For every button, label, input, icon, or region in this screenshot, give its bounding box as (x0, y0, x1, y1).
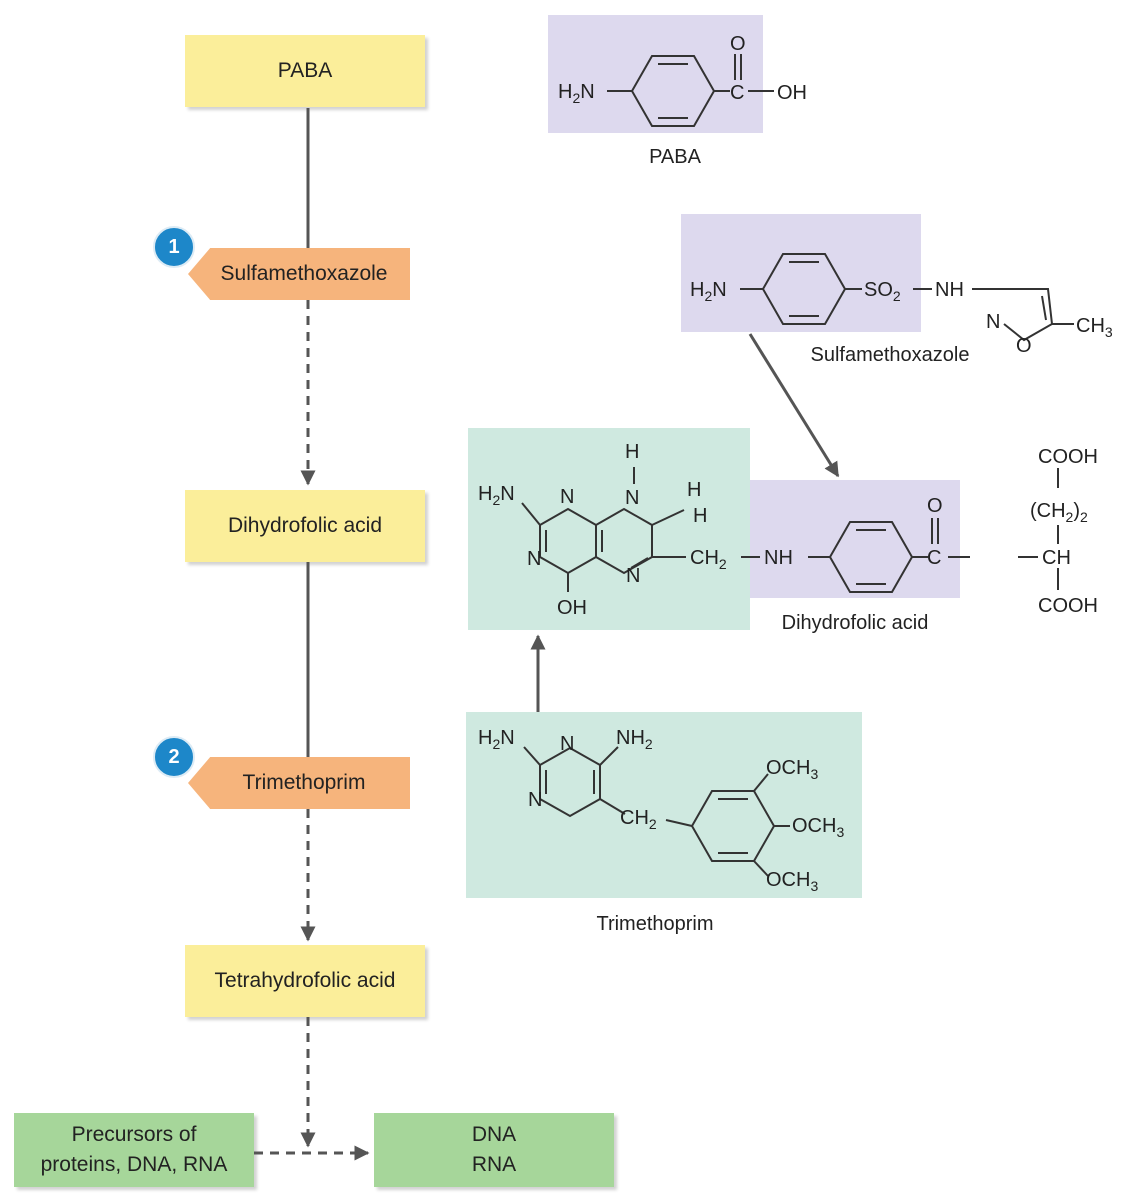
paba-label: PABA (277, 59, 333, 82)
dhf-h2n: H2N (478, 483, 515, 508)
tmp-h2n: H2N (478, 727, 515, 752)
paba-structure-caption: PABA (649, 146, 701, 168)
trimethoprim-tag-label: Trimethoprim (242, 771, 366, 794)
trimethoprim-structure-panel (466, 712, 862, 898)
dhf-h1: H (687, 479, 701, 501)
paba-box: PABA (185, 35, 425, 107)
tmp-och3-bottom: OCH3 (766, 869, 818, 894)
dihydrofolic-acid-box: Dihydrofolic acid (185, 490, 425, 562)
tmp-nh2: NH2 (616, 727, 653, 752)
paba-moiety-panel (750, 480, 960, 598)
sulfamethoxazole-tag-label: Sulfamethoxazole (220, 262, 388, 285)
dhf-oh: OH (557, 597, 587, 619)
tmp-n2: N (528, 789, 542, 811)
dhf-cooh-bottom: COOH (1038, 595, 1098, 617)
sulfa-h2n: H2N (690, 279, 727, 304)
paba-hydroxyl: OH (777, 82, 807, 104)
dna-label: DNA (471, 1123, 517, 1146)
dhf-ch2: CH2 (690, 547, 727, 572)
precursors-line-2: proteins, DNA, RNA (40, 1153, 228, 1176)
sulfa-so2: SO2 (864, 279, 901, 304)
tmp-ch2: CH2 (620, 807, 657, 832)
sulfa-ring-n: N (986, 311, 1000, 333)
dhf-benzene-ring (808, 468, 1059, 593)
dhf-pteridine-rings (521, 467, 760, 592)
dihydrofolic-acid-label: Dihydrofolic acid (227, 514, 383, 537)
dihydrofolic-acid-structure-caption: Dihydrofolic acid (781, 612, 929, 634)
tmp-benzene-ring (690, 773, 790, 877)
dna-rna-box: DNA RNA (374, 1113, 614, 1187)
precursors-line-1: Precursors of (71, 1123, 197, 1146)
dhf-nh1: NH (764, 547, 793, 569)
sulfamethoxazole-structure-panel (681, 214, 921, 332)
paba-carbon: C (730, 82, 744, 104)
step-1-number: 1 (168, 235, 180, 258)
sulfamethoxazole-structure-caption: Sulfamethoxazole (810, 344, 970, 366)
sulfamethoxazole-inhibitor-tag: Sulfamethoxazole (188, 248, 410, 300)
paba-structure-panel (548, 15, 763, 133)
step-1-badge: 1 (153, 226, 195, 268)
dhf-h-top: H (625, 441, 639, 463)
dhf-ch2-2: (CH2)2 (1030, 500, 1088, 525)
sulfa-benzene-ring (740, 253, 1074, 342)
paba-oxygen: O (730, 33, 746, 55)
tetrahydrofolic-acid-box: Tetrahydrofolic acid (185, 945, 425, 1017)
dhf-carbonyl-c: C (927, 547, 941, 569)
dhf-n1: N (560, 486, 574, 508)
step-2-badge: 2 (153, 736, 195, 778)
tetrahydrofolic-acid-label: Tetrahydrofolic acid (214, 969, 396, 992)
tmp-n1: N (560, 733, 574, 755)
sulfa-nh: NH (935, 279, 964, 301)
sulfa-ch3: CH3 (1076, 315, 1113, 340)
precursors-box: Precursors of proteins, DNA, RNA (14, 1113, 254, 1187)
paba-benzene-ring (607, 54, 774, 127)
sulfa-ring-o: O (1016, 335, 1032, 357)
trimethoprim-inhibitor-tag: Trimethoprim (188, 757, 410, 809)
tmp-och3-middle: OCH3 (792, 815, 844, 840)
dhf-cooh-top: COOH (1038, 446, 1098, 468)
sulfa-to-dhf-structure-arrow (748, 333, 840, 478)
trimethoprim-structure-caption: Trimethoprim (596, 913, 714, 935)
dhf-ch: CH (1042, 547, 1071, 569)
dhf-carbonyl-o: O (927, 495, 943, 517)
tmp-och3-top: OCH3 (766, 757, 818, 782)
tmp-pyrimidine-ring (523, 746, 693, 827)
rna-label: RNA (471, 1153, 517, 1176)
step-2-number: 2 (168, 745, 180, 768)
dhf-n3: N (626, 565, 640, 587)
dhf-n2: N (527, 548, 541, 570)
dhf-h2: H (693, 505, 707, 527)
dhf-n-top: N (625, 487, 639, 509)
pteridine-panel (468, 428, 750, 630)
paba-h2n: H2N (558, 81, 595, 106)
